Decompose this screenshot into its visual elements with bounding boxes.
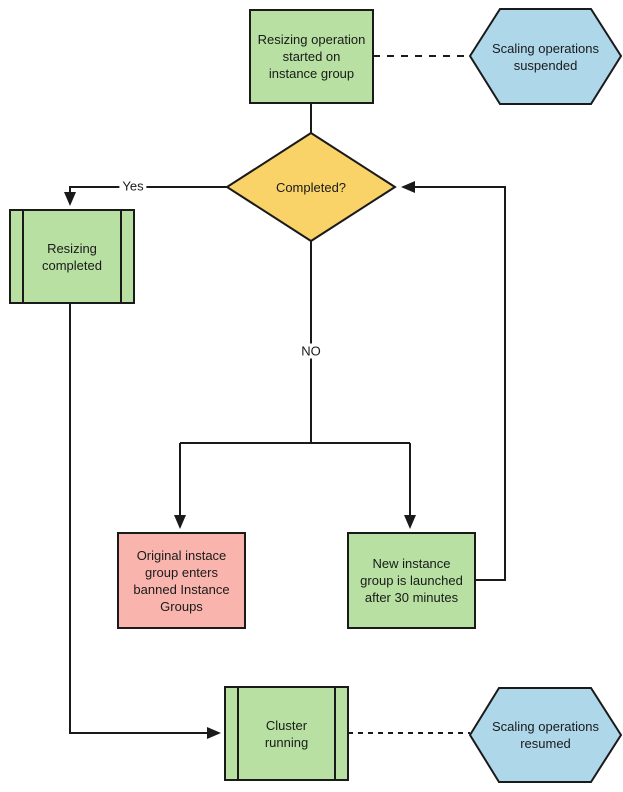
node-decision-diamond (225, 131, 397, 243)
edge-decision-yes-to-resizing-completed (64, 186, 227, 206)
node-suspended-hexagon (468, 8, 623, 105)
node-cluster-running-body (224, 686, 349, 781)
node-start-process (249, 9, 374, 104)
node-resumed-hexagon (468, 687, 623, 783)
node-resizing-completed-body (9, 209, 135, 304)
node-resizing-completed-predefined (9, 209, 135, 304)
edge-new-group-back-to-decision (401, 181, 506, 581)
node-new-group-process (347, 532, 476, 629)
edge-resizing-completed-to-cluster (69, 303, 221, 739)
node-cluster-running-predefined (224, 686, 349, 781)
node-banned-group-process (117, 532, 246, 629)
